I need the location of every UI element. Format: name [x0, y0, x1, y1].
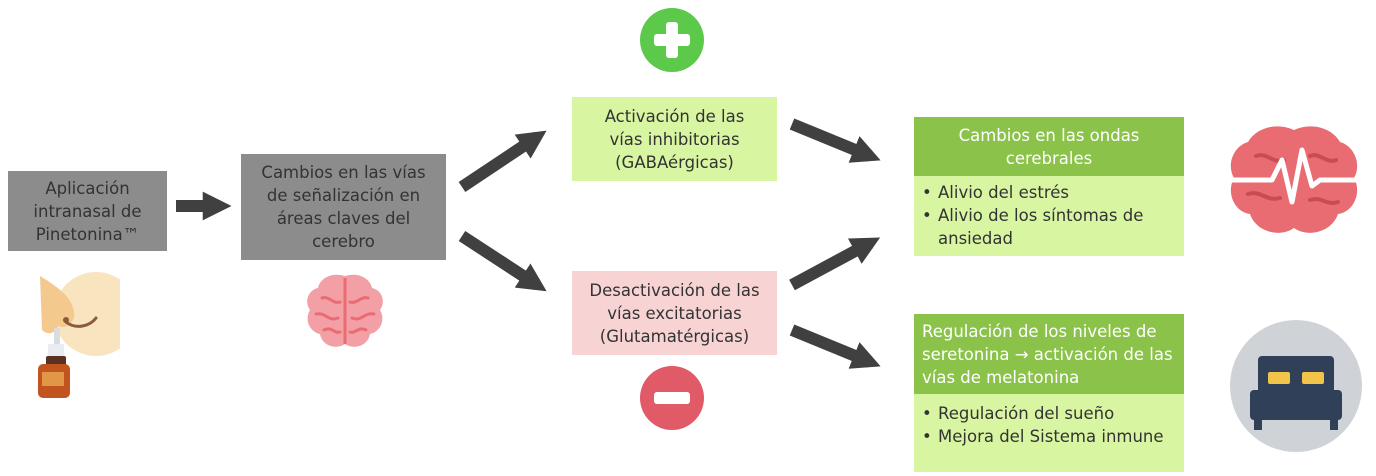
nose-spray-icon — [38, 272, 120, 398]
activation-label: Activación de las vías inhibitorias (GAB… — [604, 106, 745, 172]
brainwaves-header: Cambios en las ondas cerebrales — [914, 117, 1184, 176]
arrow-deactivation-to-serotonin — [789, 324, 881, 369]
minus-icon — [640, 366, 704, 430]
arrow-signaling-to-deactivation — [458, 230, 547, 292]
arrow-deactivation-to-brainwaves — [789, 237, 881, 291]
application-box: Aplicación intranasal de Pinetonina™ — [8, 171, 167, 251]
bed-icon — [1230, 320, 1362, 452]
serotonin-list: Regulación del sueño Mejora del Sistema … — [914, 394, 1184, 472]
deactivation-box: Desactivación de las vías excitatorias (… — [572, 271, 777, 355]
signaling-label: Cambios en las vías de señalización en á… — [261, 163, 426, 251]
activation-box: Activación de las vías inhibitorias (GAB… — [572, 97, 777, 181]
serotonin-header: Regulación de los niveles de seretonina … — [914, 314, 1184, 394]
list-item: Alivio de los síntomas de ansiedad — [914, 204, 1178, 250]
arrow-activation-to-brainwaves — [789, 118, 881, 163]
brain-icon — [307, 274, 383, 347]
brain-wave-icon — [1227, 126, 1361, 233]
arrow-signaling-to-activation — [458, 130, 547, 192]
plus-icon — [640, 8, 704, 72]
signaling-box: Cambios en las vías de señalización en á… — [241, 154, 446, 260]
brainwaves-title: Cambios en las ondas cerebrales — [958, 125, 1140, 168]
deactivation-label: Desactivación de las vías excitatorias (… — [589, 280, 760, 346]
list-item: Alivio del estrés — [914, 181, 1178, 204]
list-item: Mejora del Sistema inmune — [914, 425, 1178, 448]
brainwaves-list: Alivio del estrés Alivio de los síntomas… — [914, 176, 1184, 256]
application-label: Aplicación intranasal de Pinetonina™ — [33, 178, 142, 244]
list-item: Regulación del sueño — [914, 402, 1178, 425]
serotonin-title: Regulación de los niveles de seretonina … — [922, 321, 1173, 387]
